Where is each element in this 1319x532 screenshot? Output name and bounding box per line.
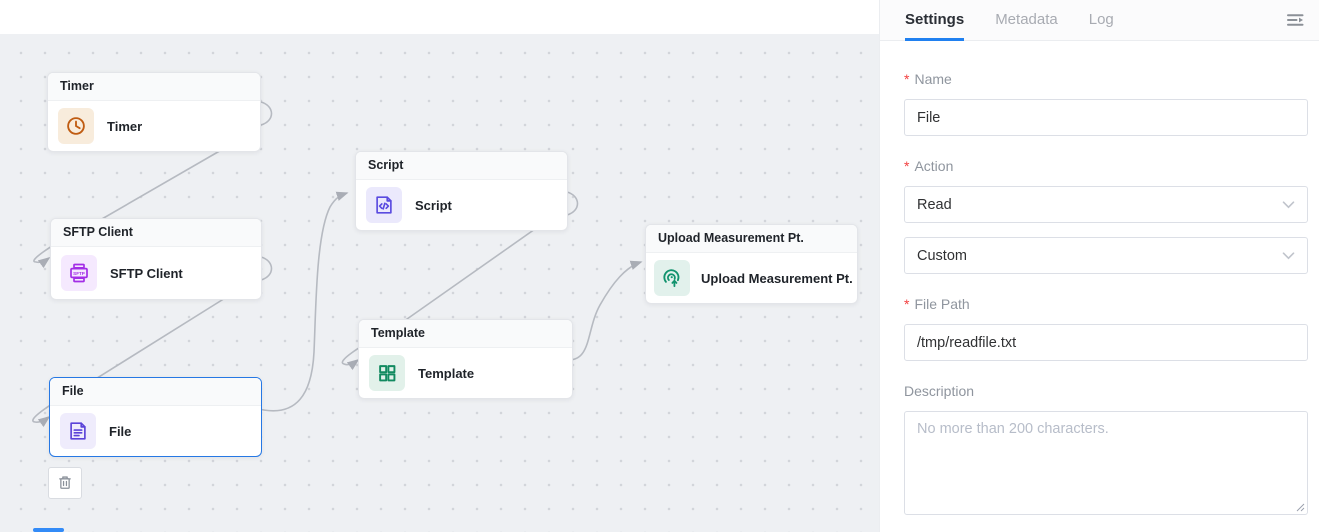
edge-file-to-script	[254, 191, 349, 412]
required-asterisk: *	[904, 158, 910, 174]
required-asterisk: *	[904, 71, 910, 87]
action-label-text: Action	[914, 158, 954, 174]
node-script-header: Script	[356, 152, 567, 180]
panel-tabbar: Settings Metadata Log	[880, 0, 1319, 41]
grid-template-icon	[369, 355, 405, 391]
svg-text:SFTP: SFTP	[73, 271, 85, 276]
action-field-group: *Action Read Custom	[904, 158, 1308, 274]
action-select[interactable]: Read	[904, 186, 1308, 223]
node-script-label: Script	[415, 197, 452, 213]
node-template[interactable]: Template Template	[358, 319, 573, 399]
edge-script-output-port	[566, 191, 579, 216]
file-document-icon	[60, 413, 96, 449]
delete-node-button[interactable]	[48, 467, 82, 499]
edge-sftp-output-port	[260, 256, 273, 281]
clock-icon	[58, 108, 94, 144]
action-mode-select[interactable]: Custom	[904, 237, 1308, 274]
node-template-header: Template	[359, 320, 572, 348]
file-path-label-text: File Path	[914, 296, 970, 312]
action-field-label: *Action	[904, 158, 1307, 174]
tab-log[interactable]: Log	[1089, 0, 1114, 41]
sftp-server-icon: SFTP	[61, 255, 97, 291]
node-file[interactable]: File File	[49, 377, 262, 457]
action-select-value: Read	[917, 196, 952, 213]
required-asterisk: *	[904, 296, 910, 312]
chevron-down-icon	[1282, 200, 1295, 208]
tab-settings[interactable]: Settings	[905, 0, 965, 41]
name-label-text: Name	[914, 71, 952, 87]
file-path-field-label: *File Path	[904, 296, 1307, 312]
node-timer-header: Timer	[48, 73, 260, 101]
description-textarea-wrap	[904, 411, 1308, 515]
node-file-label: File	[109, 423, 132, 439]
node-sftp-client-label: SFTP Client	[110, 265, 183, 281]
canvas-toolbar	[0, 0, 879, 34]
tab-metadata-label: Metadata	[995, 10, 1058, 28]
node-file-header: File	[50, 378, 261, 406]
node-sftp-client-header: SFTP Client	[51, 219, 261, 247]
node-upload-measurement-pt[interactable]: Upload Measurement Pt. Upload Measuremen…	[645, 224, 858, 304]
tab-log-label: Log	[1088, 10, 1114, 28]
code-document-icon	[366, 187, 402, 223]
node-template-label: Template	[418, 365, 475, 381]
broadcast-upload-icon	[654, 260, 690, 296]
action-mode-select-value: Custom	[917, 247, 967, 264]
file-path-field-group: *File Path	[904, 296, 1308, 361]
node-upload-measurement-pt-header: Upload Measurement Pt.	[646, 225, 857, 253]
trash-icon	[56, 474, 74, 492]
collapse-panel-icon[interactable]	[1286, 11, 1305, 29]
settings-form: *Name *Action Read Custom	[880, 41, 1319, 515]
settings-panel: Settings Metadata Log *Name	[879, 0, 1319, 532]
node-timer[interactable]: Timer Timer	[47, 72, 261, 152]
description-textarea[interactable]	[905, 412, 1307, 514]
chevron-down-icon	[1282, 251, 1295, 259]
edge-template-to-upload	[565, 260, 643, 361]
name-field-group: *Name	[904, 71, 1308, 136]
horizontal-scrollbar-thumb[interactable]	[33, 528, 64, 532]
node-sftp-client[interactable]: SFTP Client SFTP SFTP Client	[50, 218, 262, 300]
description-field-label: Description	[904, 383, 1307, 399]
edge-script-to-template	[379, 221, 546, 339]
node-upload-measurement-pt-label: Upload Measurement Pt.	[701, 270, 853, 286]
name-input[interactable]	[904, 99, 1308, 136]
description-label-text: Description	[904, 383, 975, 399]
node-script[interactable]: Script Script	[355, 151, 568, 231]
name-field-label: *Name	[904, 71, 1307, 87]
node-timer-label: Timer	[107, 118, 143, 134]
file-path-input[interactable]	[904, 324, 1308, 361]
description-field-group: Description	[904, 383, 1308, 515]
tab-metadata[interactable]: Metadata	[995, 0, 1058, 41]
tab-settings-label: Settings	[905, 10, 965, 28]
edge-timer-output-port	[260, 101, 273, 126]
flow-canvas[interactable]: Timer Timer SFTP Client	[0, 0, 879, 532]
